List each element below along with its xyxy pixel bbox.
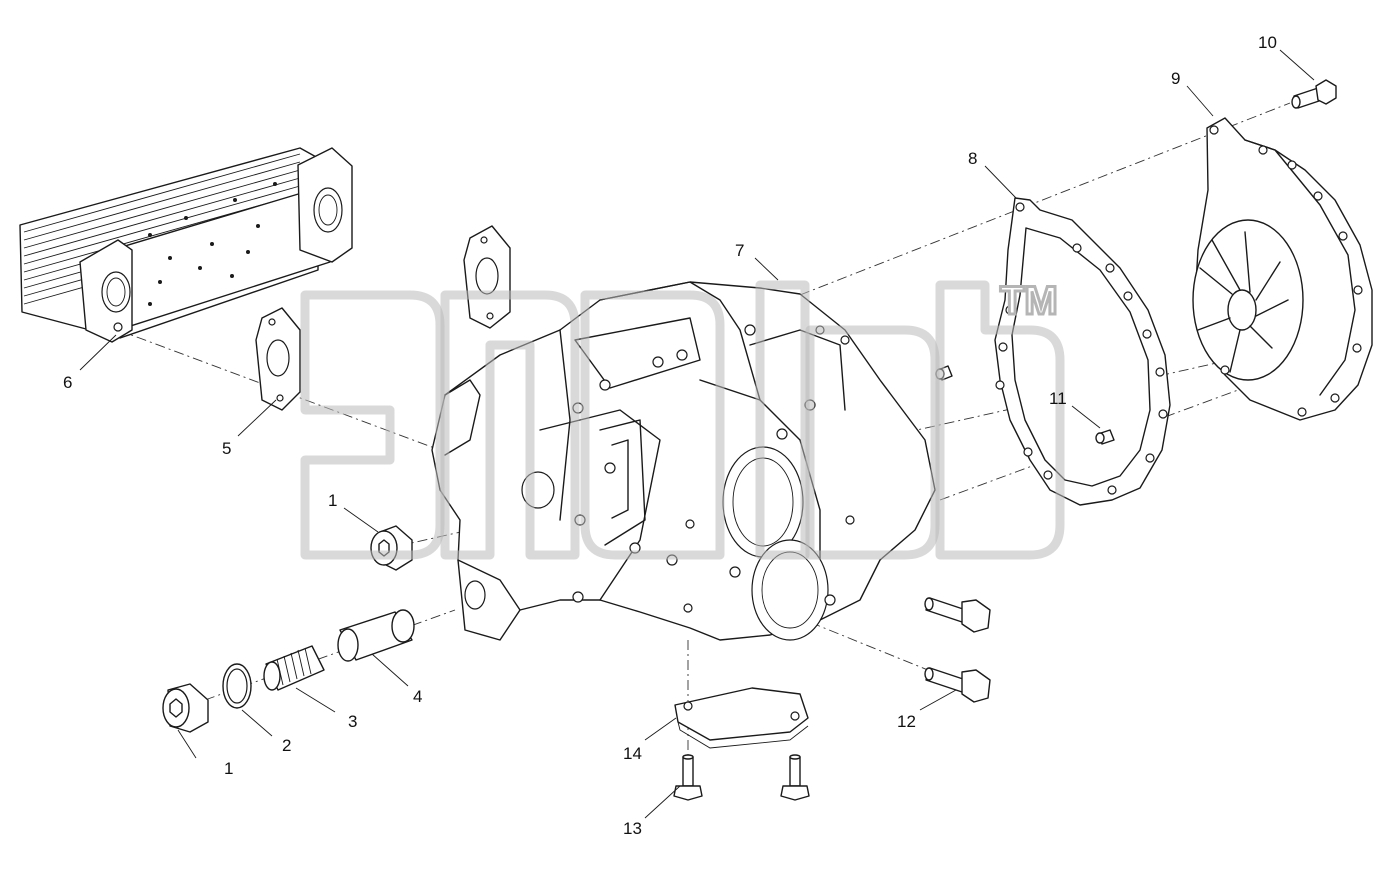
- plug-part-1-upper: [370, 525, 413, 571]
- gasket-upper: [463, 225, 511, 329]
- cover-plate-part-14: [674, 687, 809, 749]
- water-pump-part-9: [1192, 117, 1373, 421]
- callout-4: 4: [413, 687, 422, 706]
- callout-11: 11: [1049, 389, 1067, 408]
- callout-14: 14: [623, 744, 642, 763]
- callout-2: 2: [282, 736, 291, 755]
- callout-5: 5: [222, 439, 231, 458]
- bolt-part-12-upper: [924, 597, 991, 633]
- callout-9: 9: [1171, 69, 1180, 88]
- screw-part-13-left: [673, 754, 703, 801]
- callout-12: 12: [897, 712, 916, 731]
- housing-part-7: [431, 281, 936, 641]
- callout-10: 10: [1258, 33, 1277, 52]
- callout-7: 7: [735, 241, 744, 260]
- callout-1-lower: 1: [224, 759, 233, 778]
- callout-3: 3: [348, 712, 357, 731]
- watermark-logo: TM: [300, 278, 1065, 560]
- callout-6: 6: [63, 373, 72, 392]
- piston-part-4: [337, 609, 415, 662]
- oil-cooler-part-6: [19, 147, 353, 343]
- spring-part-3: [263, 645, 325, 691]
- bolt-part-10: [1291, 79, 1337, 109]
- seal-ring-part-2: [222, 663, 252, 709]
- gasket-part-8: [994, 197, 1171, 506]
- bolt-part-12-lower: [924, 667, 991, 703]
- callout-labels: 1 1 2 3 4 5 6 7 8 9 10 11 12 13 14: [63, 33, 1277, 838]
- callout-13: 13: [623, 819, 642, 838]
- gasket-part-5: [255, 307, 301, 411]
- plug-part-1-lower: [162, 683, 209, 733]
- screw-part-13-right: [780, 754, 810, 801]
- watermark-trademark: TM: [1000, 279, 1058, 323]
- callout-1-upper: 1: [328, 491, 337, 510]
- callout-8: 8: [968, 149, 977, 168]
- callout-leaders: [79, 49, 1315, 819]
